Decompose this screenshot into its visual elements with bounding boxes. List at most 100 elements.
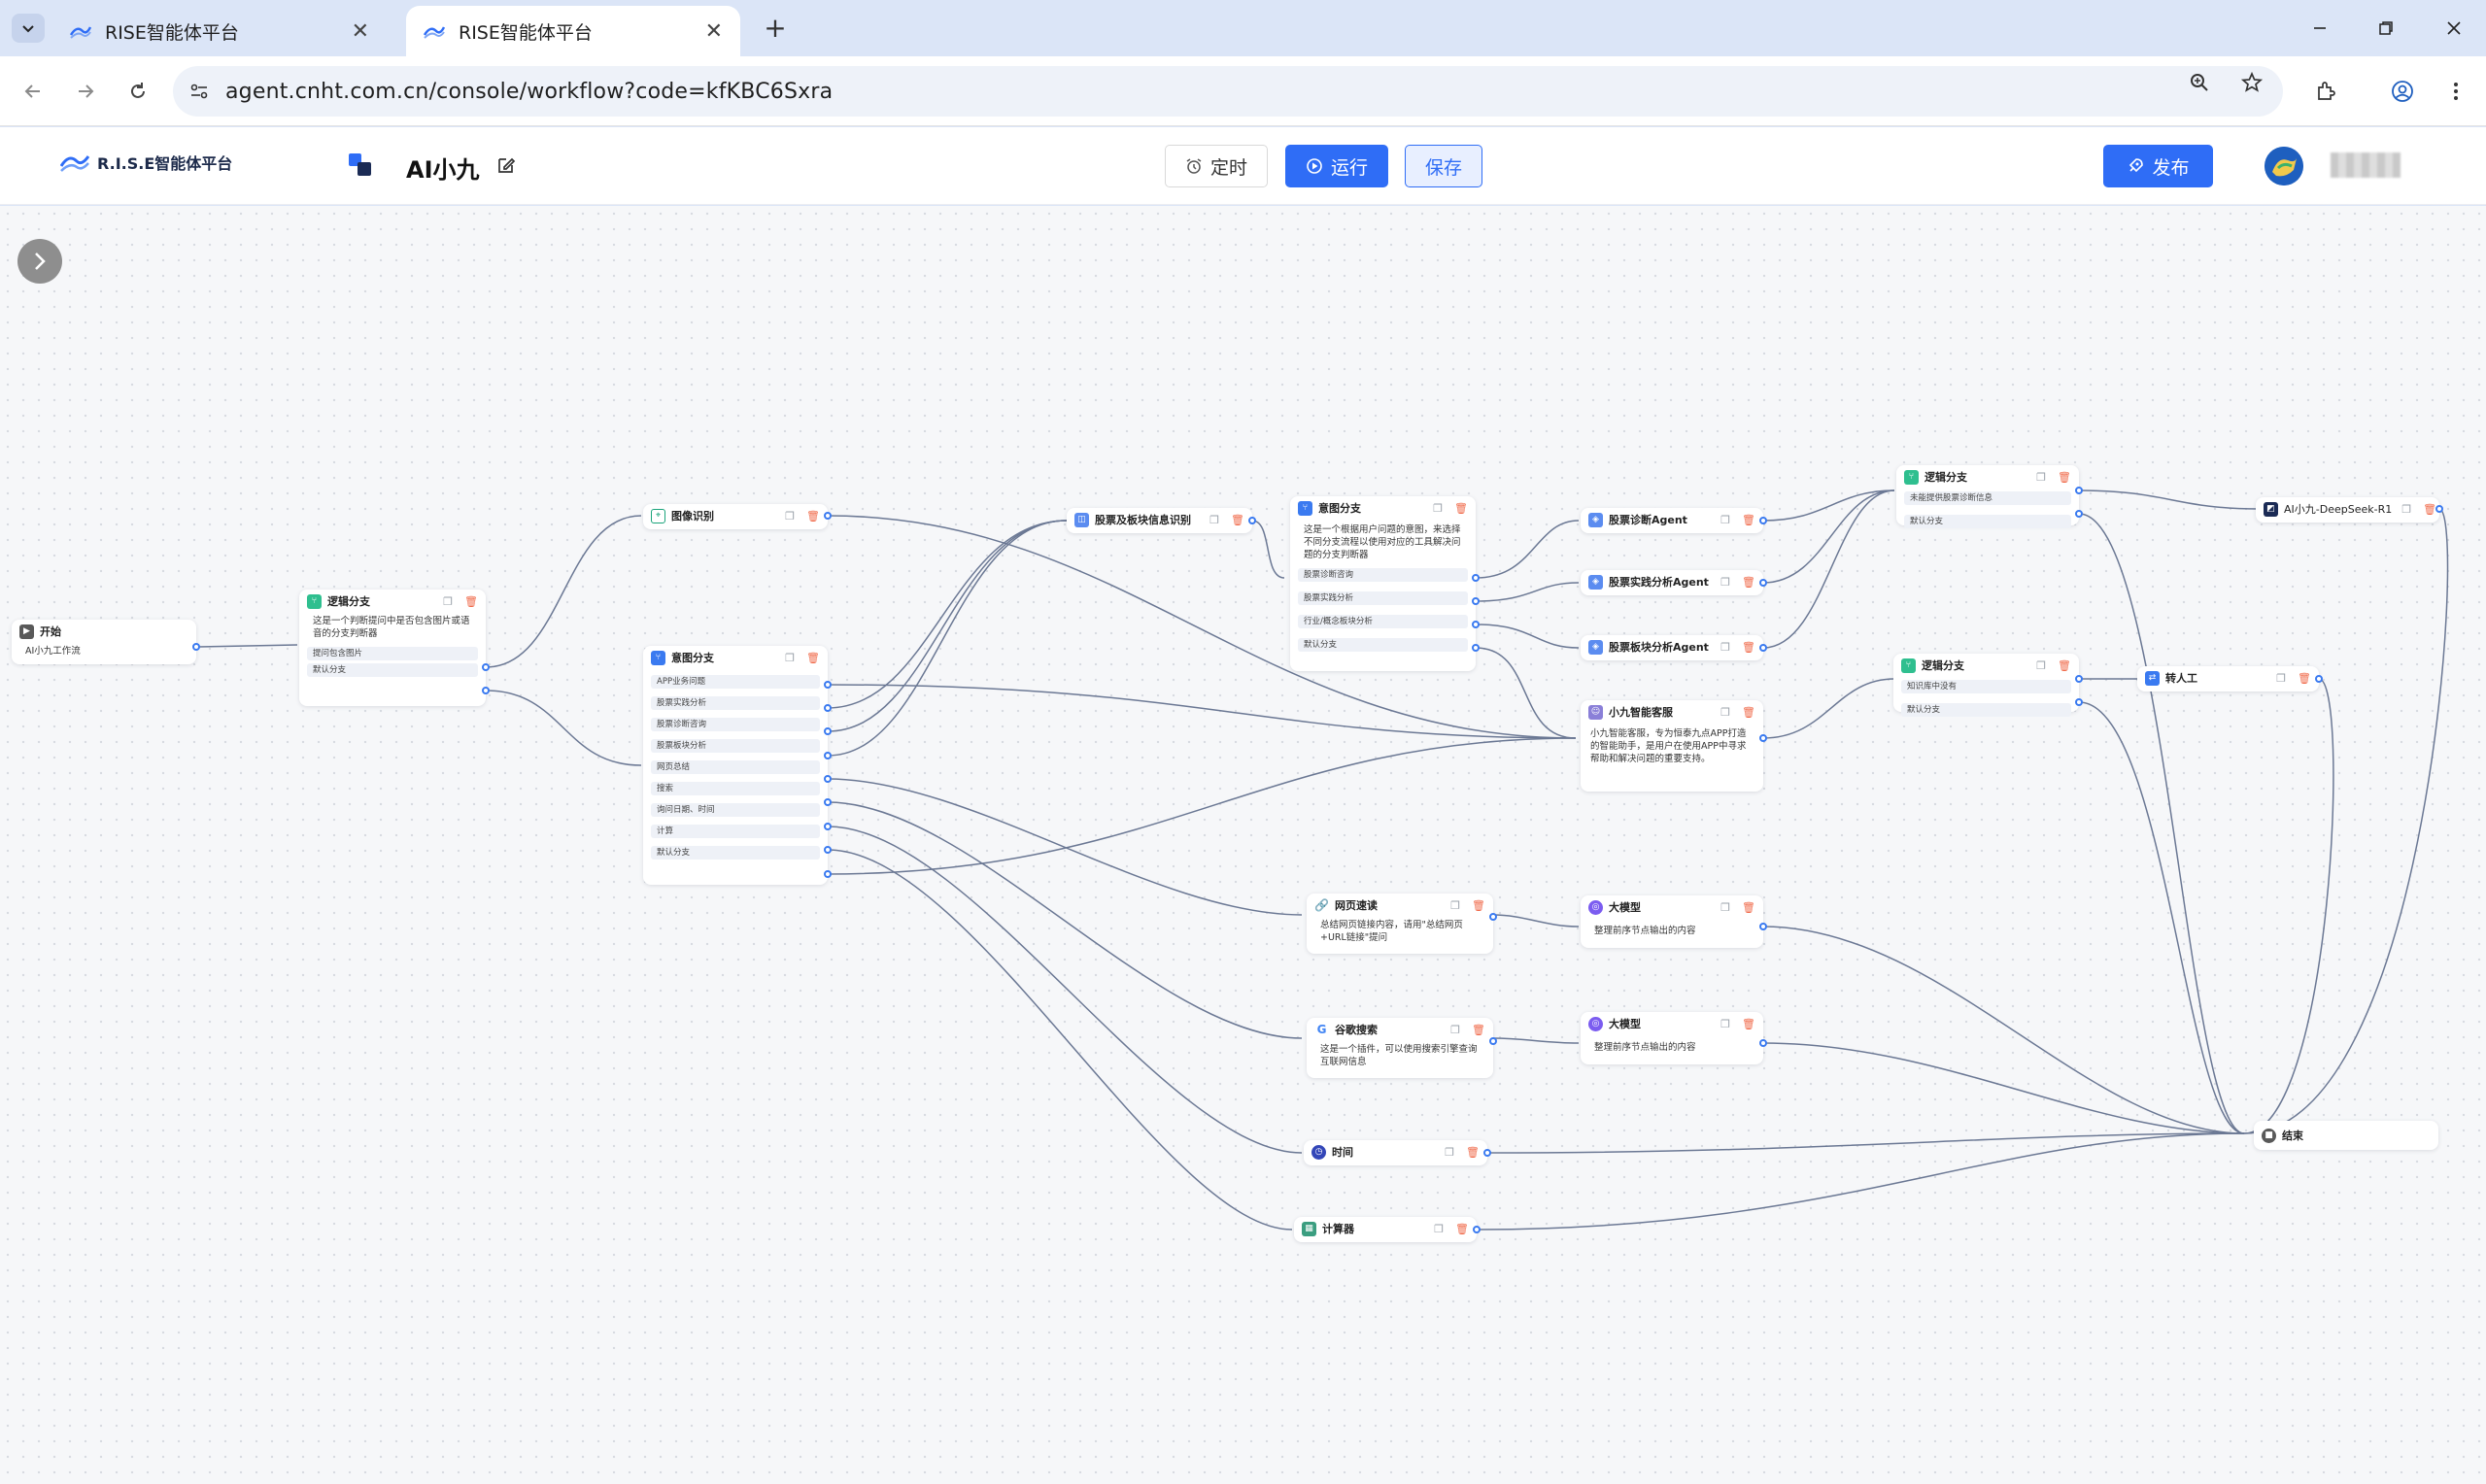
address-bar[interactable]: agent.cnht.com.cn/console/workflow?code=…	[173, 66, 2283, 117]
workflow-canvas[interactable]: ▶开始 AI小九工作流 ⑂逻辑分支❐🗑 这是一个判断提问中是否包含图片或语音的分…	[0, 206, 2486, 1484]
node-start[interactable]: ▶开始 AI小九工作流	[12, 620, 200, 664]
output-port[interactable]	[2075, 675, 2083, 683]
output-port[interactable]	[192, 643, 200, 651]
extensions-icon[interactable]	[2312, 78, 2339, 105]
output-port[interactable]	[824, 798, 832, 806]
copy-icon[interactable]: ❐	[1720, 640, 1731, 654]
output-port[interactable]	[2075, 698, 2083, 706]
node-llm[interactable]: ◎大模型❐🗑 整理前序节点输出的内容	[1581, 895, 1767, 948]
output-port[interactable]	[1248, 517, 1256, 524]
node-stock-diagnosis-agent[interactable]: ◈股票诊断Agent❐🗑	[1581, 508, 1767, 533]
copy-icon[interactable]: ❐	[1450, 1023, 1461, 1036]
delete-icon[interactable]: 🗑	[464, 594, 478, 608]
forward-button[interactable]	[68, 74, 103, 109]
timer-button[interactable]: 定时	[1165, 145, 1268, 187]
delete-icon[interactable]: 🗑	[1742, 705, 1755, 719]
tab-close-icon[interactable]: ✕	[351, 18, 369, 44]
node-time[interactable]: ◷时间❐🗑	[1304, 1140, 1491, 1165]
delete-icon[interactable]: 🗑	[1472, 1023, 1485, 1036]
delete-icon[interactable]: 🗑	[2298, 671, 2311, 685]
platform-logo[interactable]: R.I.S.E智能体平台	[60, 151, 232, 174]
node-intent-branch[interactable]: ⑂意图分支❐🗑 这是一个根据用户问题的意图，来选择不同分支流程以使用对应的工具解…	[1290, 496, 1480, 671]
output-port[interactable]	[482, 687, 490, 694]
close-window-button[interactable]	[2435, 12, 2473, 45]
profile-icon[interactable]	[2389, 78, 2416, 105]
output-port[interactable]	[1759, 923, 1767, 930]
zoom-icon[interactable]	[2186, 69, 2213, 96]
bookmark-star-icon[interactable]	[2238, 69, 2265, 96]
delete-icon[interactable]: 🗑	[1472, 898, 1485, 912]
copy-icon[interactable]: ❐	[2276, 671, 2287, 685]
output-port[interactable]	[1759, 517, 1767, 524]
node-intent-branch[interactable]: ⑂意图分支❐🗑 APP业务问题 股票实践分析 股票诊断咨询 股票板块分析 网页总…	[643, 646, 832, 885]
copy-icon[interactable]: ❐	[2036, 658, 2047, 672]
node-llm[interactable]: ◎大模型❐🗑 整理前序节点输出的内容	[1581, 1012, 1767, 1064]
back-button[interactable]	[16, 74, 51, 109]
save-button[interactable]: 保存	[1405, 145, 1482, 187]
node-stock-info-recognition[interactable]: ◫股票及板块信息识别❐🗑	[1067, 508, 1256, 533]
output-port[interactable]	[1759, 579, 1767, 587]
copy-icon[interactable]: ❐	[1720, 513, 1731, 526]
output-port[interactable]	[2315, 675, 2323, 683]
restore-button[interactable]	[2367, 12, 2405, 45]
delete-icon[interactable]: 🗑	[1231, 513, 1244, 526]
delete-icon[interactable]: 🗑	[2423, 502, 2437, 516]
copy-icon[interactable]: ❐	[1445, 1145, 1455, 1159]
output-port[interactable]	[1472, 644, 1480, 652]
reload-button[interactable]	[120, 74, 155, 109]
output-port[interactable]	[1472, 574, 1480, 582]
copy-icon[interactable]: ❐	[1720, 575, 1731, 589]
output-port[interactable]	[2435, 505, 2443, 513]
delete-icon[interactable]: 🗑	[1455, 1222, 1469, 1235]
copy-icon[interactable]: ❐	[785, 509, 796, 523]
copy-icon[interactable]: ❐	[1450, 898, 1461, 912]
user-avatar[interactable]	[2265, 147, 2303, 186]
user-name-blurred[interactable]	[2331, 152, 2401, 178]
node-logic-branch[interactable]: ⑂逻辑分支❐🗑 这是一个判断提问中是否包含图片或语音的分支判断器 提问包含图片 …	[299, 590, 490, 706]
output-port[interactable]	[1759, 1039, 1767, 1047]
delete-icon[interactable]: 🗑	[1742, 575, 1755, 589]
node-customer-service[interactable]: ☺小九智能客服❐🗑 小九智能客服，专为恒泰九点APP打造的智能助手，是用户在使用…	[1581, 700, 1767, 792]
delete-icon[interactable]: 🗑	[1742, 1017, 1755, 1030]
output-port[interactable]	[824, 704, 832, 712]
copy-icon[interactable]: ❐	[1433, 501, 1444, 515]
node-calculator[interactable]: ▦计算器❐🗑	[1294, 1217, 1481, 1242]
expand-panel-button[interactable]	[17, 239, 62, 284]
browser-tab[interactable]: RISE智能体平台 ✕	[52, 6, 387, 56]
minimize-button[interactable]	[2300, 12, 2339, 45]
output-port[interactable]	[1489, 1037, 1497, 1045]
output-port[interactable]	[824, 512, 832, 520]
delete-icon[interactable]: 🗑	[1742, 513, 1755, 526]
tab-close-icon[interactable]: ✕	[704, 18, 723, 44]
delete-icon[interactable]: 🗑	[806, 651, 820, 664]
output-port[interactable]	[824, 681, 832, 689]
delete-icon[interactable]: 🗑	[1454, 501, 1468, 515]
output-port[interactable]	[482, 663, 490, 671]
node-stock-practice-agent[interactable]: ◈股票实践分析Agent❐🗑	[1581, 570, 1767, 595]
output-port[interactable]	[2075, 510, 2083, 518]
output-port[interactable]	[1483, 1149, 1491, 1157]
output-port[interactable]	[824, 775, 832, 783]
output-port[interactable]	[824, 846, 832, 854]
node-end[interactable]: ■结束	[2254, 1121, 2438, 1150]
copy-icon[interactable]: ❐	[1209, 513, 1220, 526]
output-port[interactable]	[1489, 913, 1497, 921]
node-image-recognition[interactable]: ⌖图像识别❐🗑	[643, 504, 832, 529]
output-port[interactable]	[824, 727, 832, 735]
site-info-icon[interactable]	[173, 81, 225, 102]
delete-icon[interactable]: 🗑	[1466, 1145, 1480, 1159]
copy-icon[interactable]: ❐	[443, 594, 454, 608]
delete-icon[interactable]: 🗑	[1742, 640, 1755, 654]
copy-icon[interactable]: ❐	[1720, 900, 1731, 914]
publish-button[interactable]: 发布	[2103, 145, 2213, 187]
copy-icon[interactable]: ❐	[1720, 705, 1731, 719]
edit-name-icon[interactable]	[495, 154, 517, 180]
browser-tab-active[interactable]: RISE智能体平台 ✕	[406, 6, 740, 56]
delete-icon[interactable]: 🗑	[2058, 658, 2071, 672]
more-menu-icon[interactable]	[2442, 78, 2469, 105]
output-port[interactable]	[1759, 644, 1767, 652]
output-port[interactable]	[1473, 1226, 1481, 1233]
delete-icon[interactable]: 🗑	[1742, 900, 1755, 914]
copy-icon[interactable]: ❐	[1434, 1222, 1445, 1235]
delete-icon[interactable]: 🗑	[806, 509, 820, 523]
